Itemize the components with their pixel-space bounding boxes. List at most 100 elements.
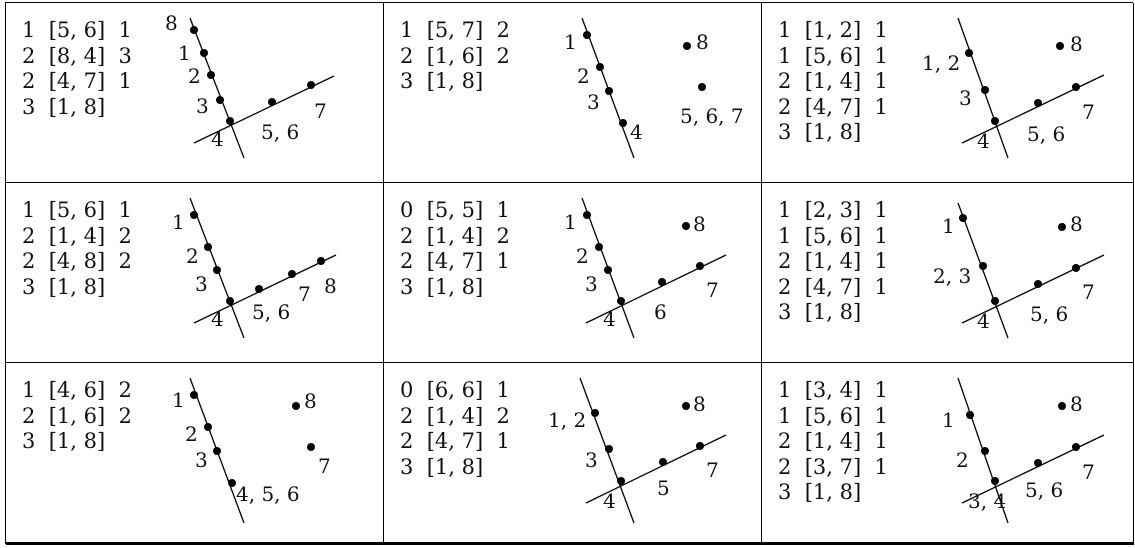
- axis-line: [193, 254, 337, 324]
- axis-line: [961, 434, 1105, 504]
- interval-line: 1 [3, 4] 1: [778, 378, 888, 402]
- line-diagram: 1 2 3 4 8 5, 6, 7: [564, 17, 744, 159]
- interval-line: 1 [2, 3] 1: [778, 198, 888, 222]
- point: [190, 391, 198, 399]
- interval-line: 2 [1, 4] 1: [778, 69, 888, 93]
- point: [1072, 264, 1080, 272]
- point: [228, 479, 236, 487]
- point: [213, 447, 221, 455]
- point: [682, 222, 690, 230]
- point-label: 3: [195, 272, 208, 296]
- point: [1058, 223, 1066, 231]
- point-label: 2: [956, 448, 969, 472]
- point-label: 7: [318, 454, 331, 478]
- interval-line: 3 [1, 8]: [778, 120, 862, 144]
- point-label: 8: [1070, 392, 1083, 416]
- point-label: 3: [585, 448, 598, 472]
- point: [965, 49, 973, 57]
- point: [307, 81, 315, 89]
- point-label: 4: [630, 120, 643, 144]
- interval-line: 2 [4, 7] 1: [400, 249, 510, 273]
- cell-5: 0 [5, 5] 1 2 [1, 4] 2 2 [4, 7] 1 3 [1, 8…: [384, 183, 762, 363]
- interval-line: 1 [5, 6] 1: [778, 223, 888, 248]
- point-label: 2: [186, 244, 199, 268]
- point: [979, 262, 987, 270]
- axis-line: [961, 254, 1105, 324]
- interval-line: 0 [5, 5] 1: [400, 198, 510, 222]
- point: [698, 83, 706, 91]
- axis-line: [957, 202, 1009, 339]
- point-label: 5: [657, 476, 670, 500]
- point-label: 4, 5, 6: [236, 482, 300, 506]
- line-diagram: 1 2 3, 4 5, 6 7 8: [942, 377, 1105, 524]
- interval-list: 1 [5, 6] 1 2 [1, 4] 2 2 [4, 8] 2 3 [1, 8…: [22, 198, 132, 300]
- point: [696, 262, 704, 270]
- point-label: 5, 6: [1027, 122, 1065, 146]
- point: [1058, 402, 1066, 410]
- point-label: 3: [195, 448, 208, 472]
- interval-line: 1 [5, 7] 2: [400, 18, 510, 42]
- interval-line: 2 [4, 8] 2: [22, 249, 132, 273]
- interval-line: 1 [4, 6] 2: [22, 378, 132, 402]
- point: [595, 243, 603, 251]
- interval-line: 1 [5, 6] 1: [22, 198, 132, 222]
- point-label: 1: [564, 30, 577, 54]
- point: [317, 257, 325, 265]
- axis-line: [189, 17, 245, 159]
- point: [991, 117, 999, 125]
- point-label: 8: [165, 11, 178, 35]
- point: [617, 477, 625, 485]
- point: [226, 117, 234, 125]
- point: [605, 87, 613, 95]
- point: [966, 411, 974, 419]
- point: [204, 243, 212, 251]
- point: [683, 42, 691, 50]
- point: [659, 458, 667, 466]
- point-label: 8: [696, 30, 709, 54]
- point-label: 1: [172, 388, 185, 412]
- point: [583, 211, 591, 219]
- line-diagram: 1 2 3 4 6 7 8: [564, 197, 727, 339]
- point: [605, 445, 613, 453]
- interval-line: 3 [1, 8]: [778, 300, 862, 324]
- point-label: 7: [1082, 280, 1095, 304]
- interval-list: 0 [5, 5] 1 2 [1, 4] 2 2 [4, 7] 1 3 [1, 8…: [400, 198, 510, 300]
- point-label: 3: [196, 94, 209, 118]
- point: [981, 447, 989, 455]
- interval-line: 3 [1, 8]: [22, 429, 106, 453]
- interval-line: 1 [5, 6] 1: [778, 403, 888, 428]
- interval-line: 3 [1, 8]: [778, 480, 862, 504]
- interval-list: 1 [3, 4] 1 1 [5, 6] 1 2 [1, 4] 1 2 [3, 7…: [778, 378, 888, 506]
- interval-list: 1 [4, 6] 2 2 [1, 6] 2 3 [1, 8]: [22, 378, 132, 455]
- point-label: 8: [1070, 32, 1083, 56]
- interval-line: 2 [1, 4] 2: [22, 223, 132, 248]
- interval-line: 1 [5, 6] 1: [778, 43, 888, 68]
- point-label: 4: [211, 307, 224, 331]
- point: [981, 86, 989, 94]
- point: [596, 63, 604, 71]
- point-label: 2: [188, 64, 201, 88]
- point-label: 5, 6: [261, 120, 299, 144]
- cell-8: 0 [6, 6] 1 2 [1, 4] 2 2 [4, 7] 1 3 [1, 8…: [384, 363, 762, 545]
- interval-list: 1 [1, 2] 1 1 [5, 6] 1 2 [1, 4] 1 2 [4, 7…: [778, 18, 888, 146]
- point-label: 1: [172, 210, 185, 234]
- interval-line: 3 [1, 8]: [22, 94, 106, 119]
- point-label: 1: [942, 214, 955, 238]
- point-label: 1, 2: [922, 51, 960, 75]
- interval-list: 1 [2, 3] 1 1 [5, 6] 1 2 [1, 4] 1 2 [4, 7…: [778, 198, 888, 326]
- point-label: 4: [977, 129, 990, 153]
- point-label: 2, 3: [933, 264, 971, 288]
- point: [604, 266, 612, 274]
- point: [1034, 459, 1042, 467]
- interval-line: 2 [1, 4] 1: [778, 249, 888, 273]
- interval-line: 3 [1, 8]: [400, 69, 484, 93]
- point-label: 8: [693, 392, 706, 416]
- point: [696, 442, 704, 450]
- point-label: 8: [1070, 212, 1083, 236]
- point: [204, 423, 212, 431]
- line-diagram: 1, 2 3 4 5, 6 7 8: [922, 17, 1105, 159]
- point-label: 7: [314, 99, 327, 123]
- point-label: 4: [211, 127, 224, 151]
- point: [1034, 280, 1042, 288]
- point: [255, 285, 263, 293]
